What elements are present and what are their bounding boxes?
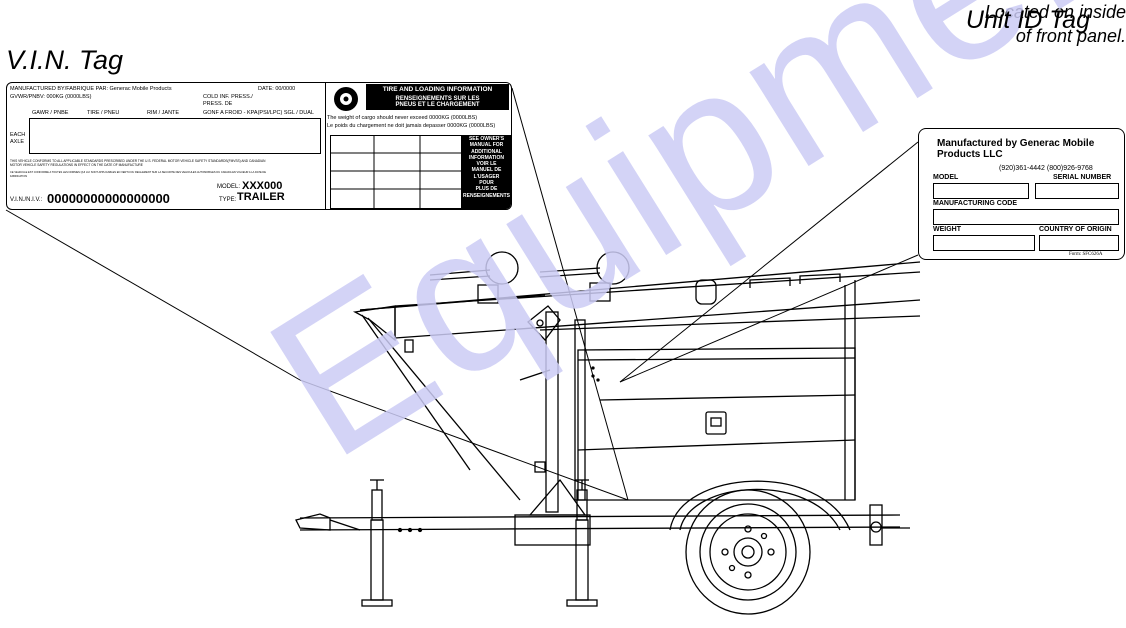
vin-tag: MANUFACTURED BY/FABRIQUE PAR: Generac Mo… (6, 82, 512, 210)
unit-mfg-code-label: MANUFACTURING CODE (933, 200, 1017, 207)
col-tire: TIRE / PNEU (87, 110, 120, 116)
conform-fr-1: CE VEHICULE EST CONFORME A TOUTES LES NO… (10, 171, 267, 174)
unit-country-field (1039, 235, 1119, 251)
conform-en-1: THIS VEHICLE CONFORMS TO ALL APPLICABLE … (10, 159, 266, 163)
model-value: XXX000 (242, 180, 283, 192)
see-line: RENSEIGNEMENTS (463, 192, 510, 199)
unit-location-line-1: Located on inside (984, 2, 1126, 22)
unit-serial-label: SERIAL NUMBER (1053, 174, 1112, 181)
see-line: INFORMATION (469, 154, 504, 161)
unit-phones: (920)361-4442 (800)926-9768 (999, 165, 1093, 172)
col-gawr: GAWR / PNBE (32, 110, 69, 116)
tire-loading-header: TIRE AND LOADING INFORMATION RENSEIGNEME… (366, 84, 509, 110)
tire-loading-fr-2: PNEUS ET LE CHARGEMENT (395, 102, 480, 108)
tire-loading-fr-1: RENSEIGNEMENTS SUR LES (395, 96, 480, 102)
see-line: VOIR LE (476, 161, 497, 168)
unit-mfr-line-2: Products LLC (937, 149, 1003, 160)
model-label: MODEL: (217, 184, 241, 190)
vin-number-value: 00000000000000000 (47, 191, 170, 206)
each-axle-1: EACH (10, 132, 26, 138)
type-value: TRAILER (237, 191, 285, 203)
see-line: MANUAL FOR (469, 142, 504, 149)
tag-divider (325, 83, 326, 209)
unit-mfg-code-field (933, 209, 1119, 225)
leader-lines (5, 87, 919, 501)
date-field: DATE: 00/0000 (258, 86, 296, 92)
mast-boom (352, 261, 921, 501)
see-line: PLUS DE (475, 186, 498, 193)
tire-icon (334, 87, 358, 111)
lamp-heads (429, 251, 841, 305)
unit-id-tag: Manufactured by Generac Mobile Products … (918, 128, 1125, 260)
conform-en-2: MOTOR VEHICLE SAFETY REGULATIONS IN EFFE… (10, 163, 143, 167)
cargo-limit-fr: Le poids du chargement ne doit jamais de… (327, 123, 496, 129)
unit-serial-field (1035, 183, 1119, 199)
cold-press-line-2: PRESS. DE (203, 101, 233, 107)
jacks (361, 479, 598, 607)
unit-form-number: Form: SFC626A (1069, 252, 1103, 257)
enclosure (534, 280, 856, 501)
tire-loading-title: TIRE AND LOADING INFORMATION (382, 86, 493, 93)
axle-data-box (29, 118, 321, 154)
unit-id-tag-title: Unit ID Tag (965, 6, 1090, 34)
vin-tag-title: V.I.N. Tag (6, 45, 124, 75)
unit-mfr-line-1: Manufactured by Generac Mobile (937, 138, 1095, 149)
see-line: SEE OWNER'S (468, 136, 505, 142)
chassis-frame (295, 478, 910, 546)
each-axle-2: AXLE (10, 139, 25, 145)
unit-country-label: COUNTRY OF ORIGIN (1039, 226, 1112, 233)
col-rim: RIM / JANTE (147, 110, 180, 116)
cargo-limit-en: The weight of cargo should never exceed … (327, 115, 478, 121)
unit-id-tag-location: Located on inside of front panel. (0, 0, 1126, 48)
conform-fr-2: FABRICATION (10, 175, 28, 178)
see-line: L'USAGER (473, 173, 500, 180)
vin-number-label: V.I.N./N.I.V.: (10, 197, 43, 203)
unit-weight-field (933, 235, 1035, 251)
cold-press-line-1: COLD INF. PRESS./ (203, 94, 253, 100)
unit-model-field (933, 183, 1029, 199)
gvwr-field: GVWR/PNBV: 000KG (0000LBS) (10, 94, 92, 100)
col-gonf: GONF A FROID - KPA(PSI/LPC) SGL / DUAL (203, 110, 314, 116)
see-line: ADDITIONAL (471, 148, 502, 155)
see-manual-box: SEE OWNER'S MANUAL FOR ADDITIONAL INFORM… (462, 135, 511, 209)
unit-weight-label: WEIGHT (933, 226, 961, 233)
see-line: POUR (479, 180, 494, 187)
type-label: TYPE: (219, 197, 237, 203)
manufacturer-line: MANUFACTURED BY/FABRIQUE PAR: Generac Mo… (10, 86, 172, 92)
unit-location-line-2: of front panel. (1015, 26, 1126, 46)
unit-model-label: MODEL (933, 174, 959, 181)
see-line: MANUEL DE (471, 167, 502, 174)
wheel-assembly (669, 480, 851, 615)
tire-pressure-grid (330, 135, 462, 209)
